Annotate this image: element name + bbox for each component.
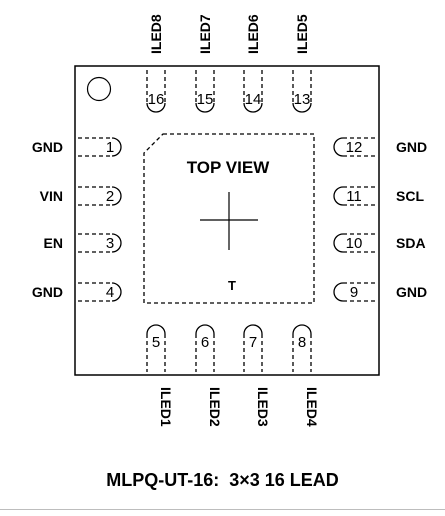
pin-number-9: 9 (350, 284, 358, 301)
pin-name-1: GND (32, 139, 63, 155)
pin-number-7: 7 (249, 334, 257, 351)
package-caption: MLPQ-UT-16: 3×3 16 LEAD (106, 470, 339, 490)
pin-number-4: 4 (106, 284, 114, 301)
pin-number-8: 8 (298, 334, 306, 351)
pin-number-14: 14 (245, 91, 262, 108)
top-view-label: TOP VIEW (187, 158, 270, 177)
pin-name-9: GND (396, 284, 427, 300)
pin-name-16: ILED8 (148, 14, 164, 54)
exposed-pad-outline (143, 133, 315, 304)
pin-number-6: 6 (201, 334, 209, 351)
pin-name-5: ILED1 (158, 387, 174, 427)
pin-number-11: 11 (346, 188, 362, 205)
pin-15: 15 (195, 70, 215, 113)
pin-7: 7 (243, 324, 263, 372)
pin-name-10: SDA (396, 235, 426, 251)
center-mark-label: T (228, 278, 236, 293)
pin-number-10: 10 (346, 235, 363, 252)
pin-name-6: ILED2 (207, 387, 223, 427)
pin-number-3: 3 (106, 235, 114, 252)
pin-name-8: ILED4 (304, 387, 320, 427)
pin-9: 9 (333, 282, 376, 302)
bottom-divider (0, 509, 445, 510)
pin-3: 3 (78, 233, 122, 253)
pin-name-15: ILED7 (197, 14, 213, 54)
pin-number-5: 5 (152, 334, 160, 351)
package-outline (74, 65, 380, 376)
pin-number-1: 1 (106, 139, 114, 156)
pin-6: 6 (195, 324, 215, 372)
pin-4: 4 (78, 282, 122, 302)
pin-name-13: ILED5 (294, 14, 310, 54)
pin-name-4: GND (32, 284, 63, 300)
pin-name-12: GND (396, 139, 427, 155)
pin-11: 11 (333, 186, 376, 206)
pin-name-14: ILED6 (245, 14, 261, 54)
pin-13: 13 (292, 70, 312, 113)
pin-name-11: SCL (396, 188, 424, 204)
pin-name-3: EN (44, 235, 63, 251)
pin-name-2: VIN (40, 188, 63, 204)
pin-2: 2 (78, 186, 122, 206)
pin-number-16: 16 (148, 91, 165, 108)
pin-name-7: ILED3 (255, 387, 271, 427)
pin-16: 16 (146, 70, 166, 113)
pin-number-2: 2 (106, 188, 114, 205)
pin-number-15: 15 (197, 91, 214, 108)
pin1-indicator-circle (86, 76, 112, 102)
pin-10: 10 (333, 233, 376, 253)
pin-8: 8 (292, 324, 312, 372)
pin-number-13: 13 (294, 91, 311, 108)
pin-5: 5 (146, 324, 166, 372)
pin-1: 1 (78, 137, 122, 157)
pin-14: 14 (243, 70, 263, 113)
pin-12: 12 (333, 137, 376, 157)
pin-number-12: 12 (346, 139, 363, 156)
